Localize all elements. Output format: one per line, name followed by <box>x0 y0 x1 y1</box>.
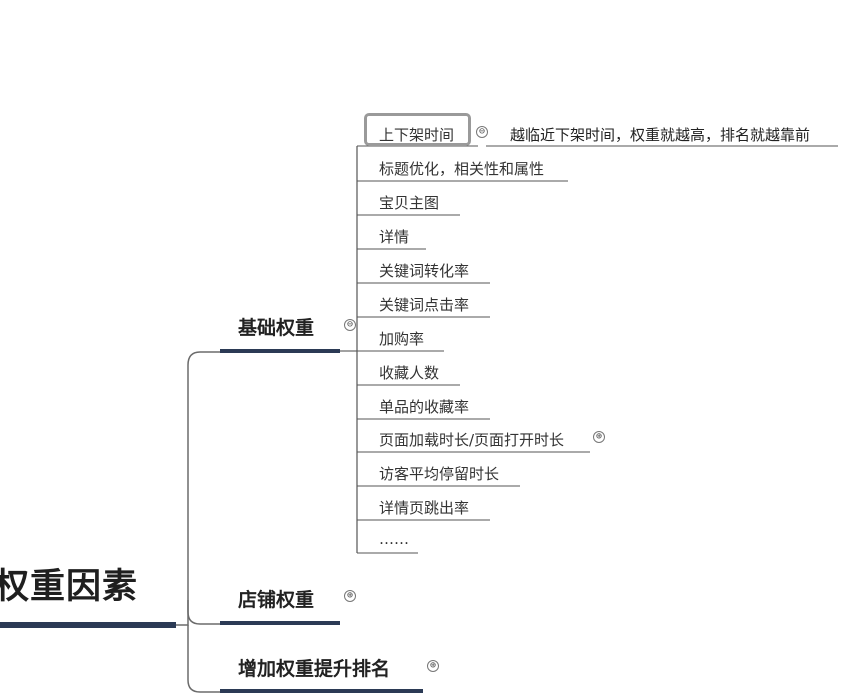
branch-basic-weight[interactable]: 基础权重 <box>238 317 315 339</box>
leaf-page-load-time[interactable]: 页面加载时长/页面打开时长 <box>379 431 565 449</box>
branch-underline-shop <box>220 621 340 625</box>
root-to-boost <box>187 625 222 693</box>
root-to-shop <box>187 600 222 625</box>
leaf-listing-time[interactable]: 上下架时间 <box>379 126 455 144</box>
leaf-title-optimization[interactable]: 标题优化，相关性和属性 <box>379 160 545 178</box>
leaf-avg-stay-time[interactable]: 访客平均停留时长 <box>379 465 500 483</box>
branch-underline-boost <box>220 689 423 693</box>
leaf-favorites-count[interactable]: 收藏人数 <box>379 364 440 382</box>
expand-icon[interactable]: ⊕ <box>593 431 605 443</box>
leaf-bounce-rate[interactable]: 详情页跳出率 <box>379 499 470 517</box>
leaf-more[interactable]: …… <box>379 530 409 548</box>
expand-icon[interactable]: ⊕ <box>344 590 356 602</box>
root-underline <box>0 622 176 628</box>
leaf-main-image[interactable]: 宝贝主图 <box>379 194 440 212</box>
leaf-item-favorite-rate[interactable]: 单品的收藏率 <box>379 398 470 416</box>
leaf-keyword-ctr[interactable]: 关键词点击率 <box>379 296 470 314</box>
selection-highlight <box>364 113 471 146</box>
collapse-icon[interactable]: ⊖ <box>476 126 488 138</box>
branch-underline-basic <box>220 349 340 353</box>
root-trunk <box>176 351 222 626</box>
root-topic[interactable]: 权重因素 <box>0 567 139 607</box>
leaf-listing-time-note[interactable]: 越临近下架时间，权重就越高，排名就越靠前 <box>510 126 811 144</box>
collapse-icon[interactable]: ⊖ <box>344 319 356 331</box>
leaf-details[interactable]: 详情 <box>379 228 410 246</box>
leaf-keyword-conversion[interactable]: 关键词转化率 <box>379 262 470 280</box>
expand-icon[interactable]: ⊕ <box>427 660 439 672</box>
branch-shop-weight[interactable]: 店铺权重 <box>238 589 315 611</box>
leaf-add-to-cart-rate[interactable]: 加购率 <box>379 330 425 348</box>
branch-boost-ranking[interactable]: 增加权重提升排名 <box>238 658 391 680</box>
